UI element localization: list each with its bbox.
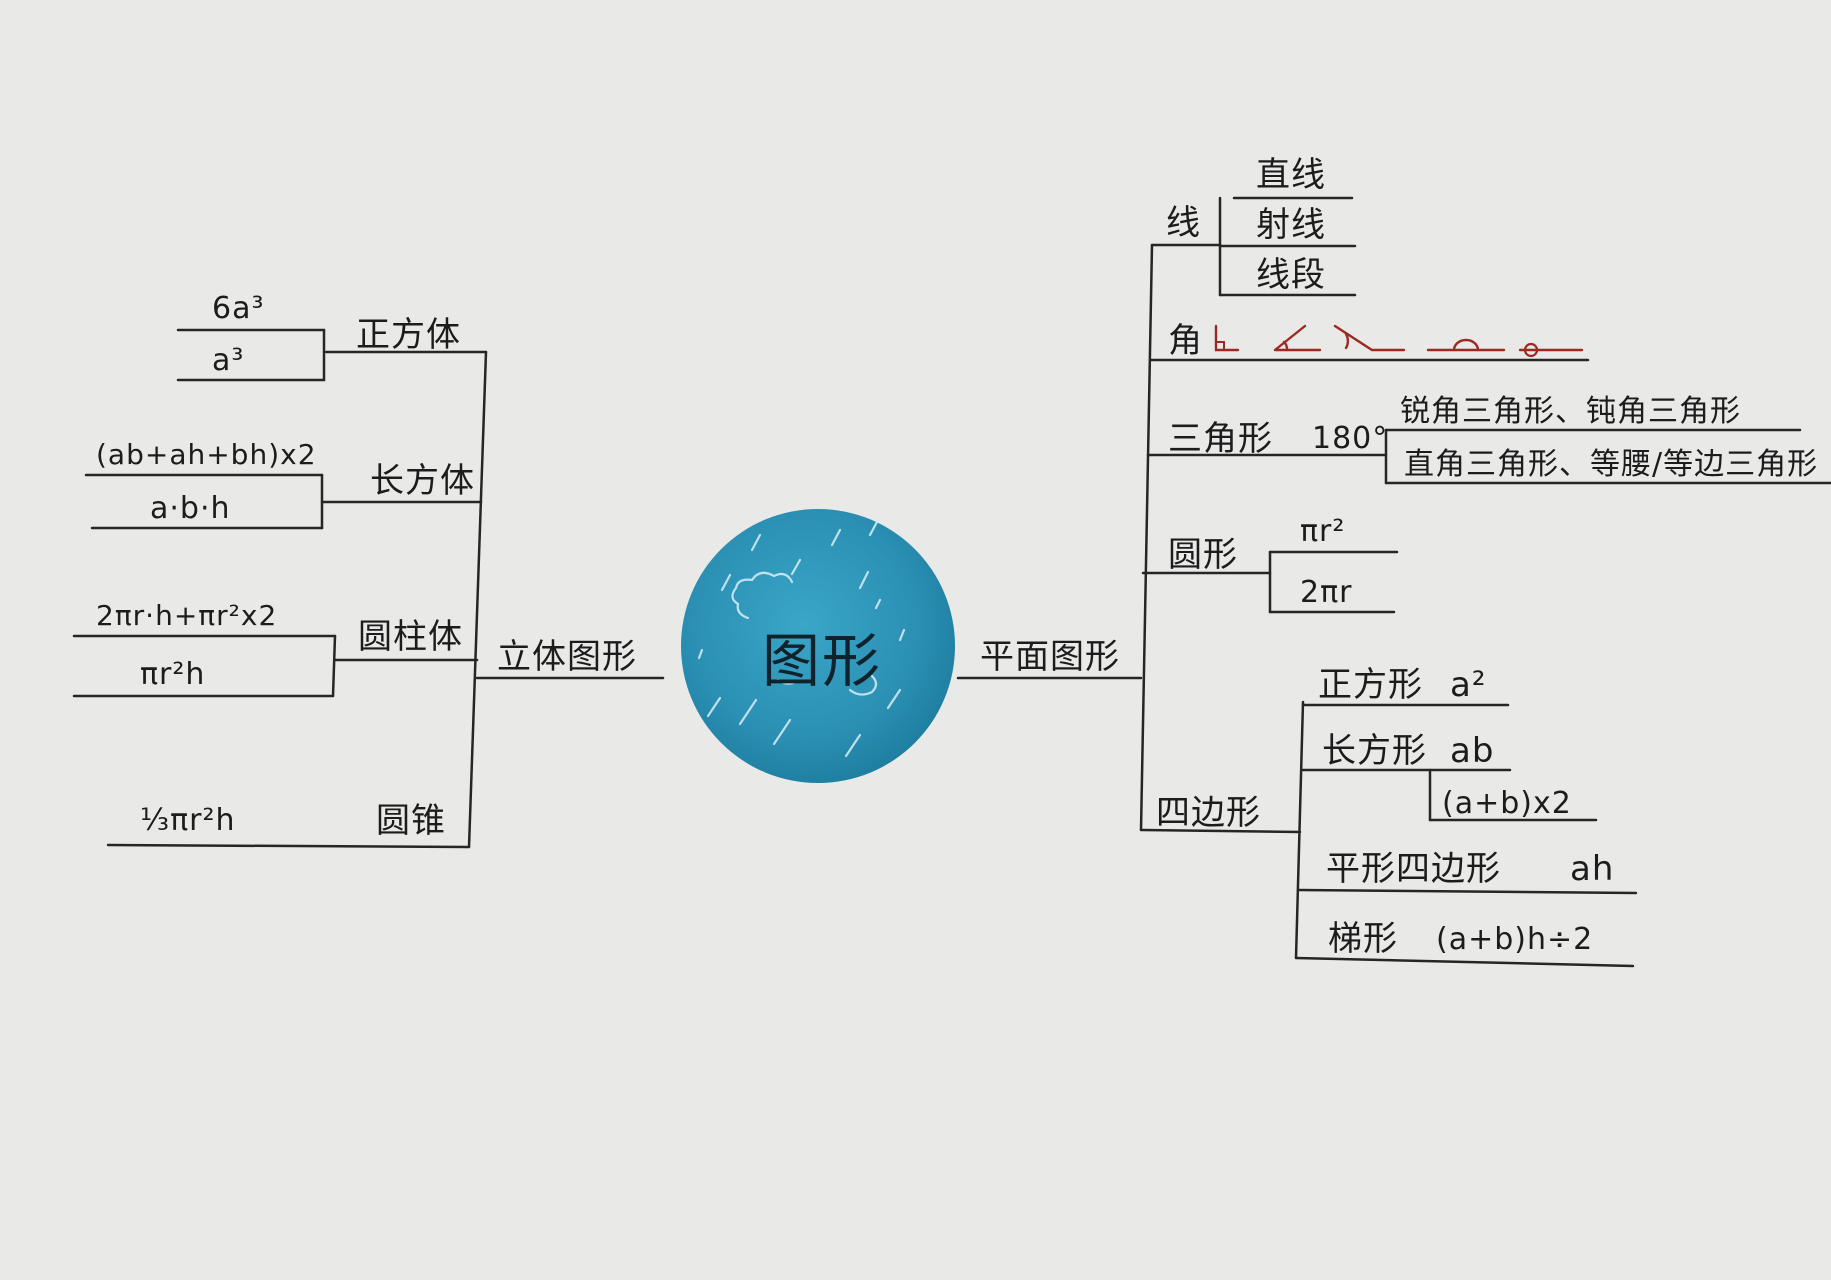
circle-label: 圆形 <box>1168 535 1238 575</box>
angle-sketches <box>1214 324 1584 358</box>
cube-label: 正方体 <box>356 315 461 355</box>
cone-volume-formula: ⅓πr²h <box>140 803 236 838</box>
cuboid-surface-formula: (ab+ah+bh)x2 <box>96 438 317 471</box>
line-label: 线 <box>1166 203 1201 243</box>
cone-label: 圆锥 <box>376 801 446 841</box>
straight-line-label: 直线 <box>1256 155 1326 195</box>
cylinder-label: 圆柱体 <box>358 617 463 657</box>
angle-label: 角 <box>1168 321 1203 361</box>
square-formula: a² <box>1450 665 1487 705</box>
triangle-types-2: 直角三角形、等腰/等边三角形 <box>1404 447 1819 482</box>
cube-volume-formula: a³ <box>212 343 245 378</box>
circle-area-formula: πr² <box>1300 514 1346 549</box>
trapezoid-formula: (a+b)h÷2 <box>1436 922 1594 957</box>
center-circle <box>681 509 955 783</box>
plane-figures-label: 平面图形 <box>980 637 1120 677</box>
ray-label: 射线 <box>1256 205 1326 245</box>
triangle-label: 三角形 <box>1168 419 1273 459</box>
rain-decoration <box>697 518 906 758</box>
rectangle-label: 长方形 <box>1322 731 1427 771</box>
segment-label: 线段 <box>1256 255 1326 295</box>
cube-surface-formula: 6a³ <box>212 291 265 326</box>
rectangle-area-formula: ab <box>1450 731 1495 771</box>
parallelogram-label: 平形四边形 <box>1326 849 1501 889</box>
cuboid-volume-formula: a·b·h <box>150 491 231 526</box>
quadrilateral-label: 四边形 <box>1156 793 1261 833</box>
square-label: 正方形 <box>1318 665 1423 705</box>
center-title: 图形 <box>762 627 883 695</box>
circle-perimeter-formula: 2πr <box>1300 575 1353 610</box>
rectangle-perimeter-formula: (a+b)x2 <box>1442 786 1572 821</box>
cylinder-volume-formula: πr²h <box>140 657 206 692</box>
triangle-types-1: 锐角三角形、钝角三角形 <box>1400 394 1741 429</box>
cuboid-label: 长方体 <box>370 461 475 501</box>
solid-figures-label: 立体图形 <box>497 637 637 677</box>
trapezoid-label: 梯形 <box>1328 919 1398 959</box>
triangle-angle-sum: 180° <box>1312 421 1389 456</box>
parallelogram-formula: ah <box>1570 849 1615 889</box>
cylinder-surface-formula: 2πr·h+πr²x2 <box>96 599 278 632</box>
